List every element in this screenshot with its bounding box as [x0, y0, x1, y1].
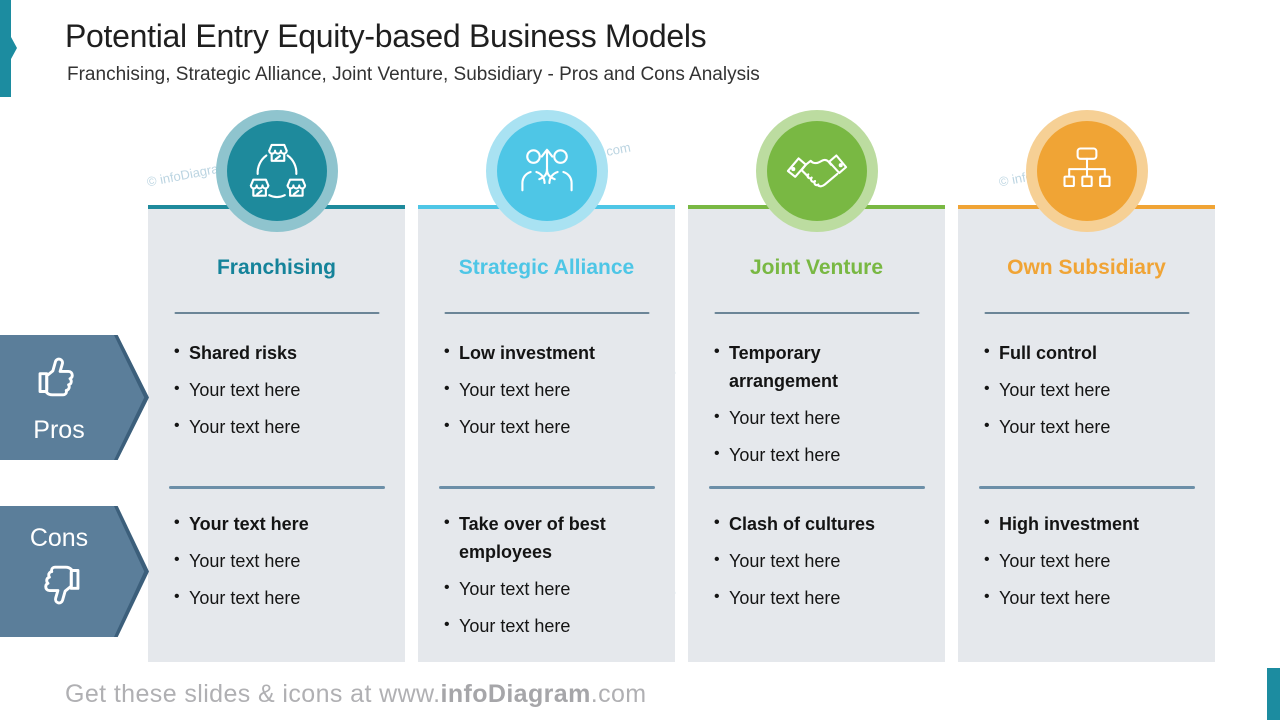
pros-item: Your text here: [442, 414, 634, 442]
corner-accent-ribbon: [0, 0, 17, 97]
cons-item: Take over of best employees: [442, 511, 634, 567]
footer-credit: Get these slides & icons at www.infoDiag…: [65, 680, 647, 709]
pros-item: Your text here: [172, 377, 364, 405]
pros-item: Your text here: [982, 377, 1174, 405]
alliance-circle: [485, 110, 608, 232]
cons-list: Take over of best employees Your text he…: [442, 511, 634, 650]
pros-cons-divider: [978, 486, 1195, 489]
subsidiary-circle: [1025, 110, 1148, 232]
pros-cons-divider: [168, 486, 385, 489]
slide-title: Potential Entry Equity-based Business Mo…: [65, 18, 707, 54]
cons-item: High investment: [982, 511, 1174, 539]
footer-prefix: Get these slides & icons at www.: [65, 680, 441, 708]
column-title: Own Subsidiary: [1007, 256, 1166, 279]
pros-list: Full control Your text here Your text he…: [982, 340, 1174, 451]
joint-venture-circle: [755, 110, 878, 232]
cons-item: Your text here: [172, 548, 364, 576]
alliance-people-arrow-icon: [496, 121, 597, 221]
cons-list: Clash of cultures Your text here Your te…: [712, 511, 904, 622]
corner-accent-bar: [1267, 668, 1280, 720]
pros-item: Full control: [982, 340, 1174, 368]
cons-list: Your text here Your text here Your text …: [172, 511, 364, 622]
cons-badge-label: Cons: [29, 524, 89, 552]
pros-badge-shape: [0, 335, 145, 460]
cons-item: Your text here: [172, 511, 364, 539]
handshake-icon: [766, 121, 867, 221]
title-divider: [984, 312, 1189, 314]
pros-list: Shared risks Your text here Your text he…: [172, 340, 364, 451]
pros-item: Low investment: [442, 340, 634, 368]
card-franchising: Franchising Shared risks Your text here …: [148, 110, 405, 662]
card-joint-venture: Joint Venture Temporary arrangement Your…: [688, 110, 945, 662]
org-chart-icon: [1036, 121, 1137, 221]
slide-subtitle: Franchising, Strategic Alliance, Joint V…: [67, 64, 760, 85]
cons-item: Your text here: [172, 585, 364, 613]
column-title: Strategic Alliance: [458, 256, 635, 279]
title-divider: [714, 312, 919, 314]
pros-item: Shared risks: [172, 340, 364, 368]
cons-item: Your text here: [712, 548, 904, 576]
footer-suffix: .com: [590, 680, 647, 708]
pros-item: Your text here: [712, 405, 904, 433]
pros-list: Temporary arrangement Your text here You…: [712, 340, 904, 479]
card-strategic-alliance: Strategic Alliance Low investment Your t…: [418, 110, 675, 662]
pros-cons-divider: [708, 486, 925, 489]
title-divider: [444, 312, 649, 314]
thumbs-up-icon: [30, 350, 88, 411]
cons-item: Your text here: [982, 548, 1174, 576]
pros-item: Your text here: [982, 414, 1174, 442]
pros-item: Your text here: [442, 377, 634, 405]
franchise-stores-icon: [226, 121, 327, 221]
thumbs-down-icon: [30, 558, 88, 619]
pros-item: Your text here: [712, 442, 904, 470]
pros-badge-label: Pros: [33, 416, 85, 444]
pros-cons-divider: [438, 486, 655, 489]
cons-item: Your text here: [982, 585, 1174, 613]
column-title: Joint Venture: [749, 256, 884, 279]
cons-badge: Cons: [0, 506, 149, 637]
cons-list: High investment Your text here Your text…: [982, 511, 1174, 622]
cons-item: Your text here: [442, 613, 634, 641]
cons-item: Your text here: [712, 585, 904, 613]
cons-item: Clash of cultures: [712, 511, 904, 539]
footer-brand: infoDiagram: [440, 680, 591, 708]
card-own-subsidiary: Own Subsidiary Full control Your text he…: [958, 110, 1215, 662]
pros-list: Low investment Your text here Your text …: [442, 340, 634, 451]
column-title: Franchising: [216, 256, 337, 279]
pros-item: Your text here: [172, 414, 364, 442]
pros-item: Temporary arrangement: [712, 340, 904, 396]
pros-badge: Pros: [0, 335, 149, 460]
cons-item: Your text here: [442, 576, 634, 604]
title-divider: [174, 312, 379, 314]
franchising-circle: [215, 110, 338, 232]
